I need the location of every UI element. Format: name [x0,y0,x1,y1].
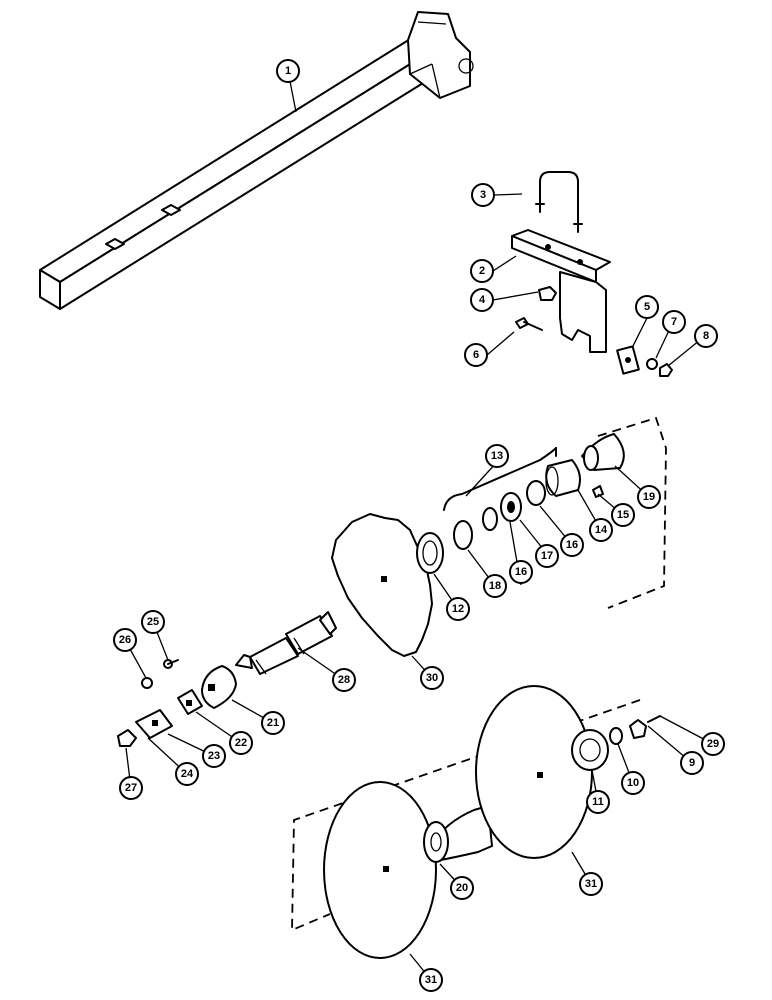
callout-label: 3 [480,189,486,201]
callout-label: 10 [627,777,639,789]
callout-label: 15 [617,509,629,521]
callout-5: 5 [635,295,659,319]
callout-label: 30 [426,672,438,684]
callout-30: 30 [420,666,444,690]
callout-24: 24 [175,762,199,786]
callout-23: 23 [202,744,226,768]
callout-label: 16 [566,539,578,551]
callout-4: 4 [470,288,494,312]
mounting-bracket [511,171,673,377]
callout-11: 11 [586,790,610,814]
callout-label: 17 [541,550,553,562]
callout-label: 1 [285,65,291,77]
callout-label: 31 [585,878,597,890]
callout-label: 7 [671,316,677,328]
callout-15: 15 [611,503,635,527]
left-hardware [117,659,237,747]
callout-16-lower: 16 [509,560,533,584]
callout-label: 29 [707,738,719,750]
callout-label: 14 [595,524,608,536]
callout-28: 28 [332,668,356,692]
callout-22: 22 [229,731,253,755]
callout-7: 7 [662,310,686,334]
hub-bearing-group [416,433,625,574]
callout-2: 2 [470,259,494,283]
callout-31-left: 31 [419,968,443,992]
callout-31-right: 31 [579,872,603,896]
callout-16-upper: 16 [560,533,584,557]
lower-disc-assembly [323,685,661,959]
callout-label: 12 [452,603,464,615]
notched-disc-blade [331,513,433,657]
callout-label: 31 [425,974,437,986]
callout-label: 24 [181,768,194,780]
callout-3: 3 [471,183,495,207]
callout-label: 9 [689,757,695,769]
callout-label: 11 [592,796,604,808]
callout-label: 4 [479,294,486,306]
callout-17: 17 [535,544,559,568]
callout-label: 25 [147,616,159,628]
callout-label: 16 [515,566,527,578]
callout-19: 19 [637,485,661,509]
callout-label: 22 [235,737,247,749]
callout-label: 18 [489,580,501,592]
callout-label: 13 [491,450,503,462]
callout-1: 1 [276,59,300,83]
callout-9: 9 [680,751,704,775]
callout-label: 2 [479,265,485,277]
callout-8: 8 [694,324,718,348]
axle-shaft [235,611,337,675]
callout-label: 28 [338,674,350,686]
callout-27: 27 [119,776,143,800]
callout-29: 29 [701,732,725,756]
callout-6: 6 [464,343,488,367]
callout-13: 13 [485,444,509,468]
callout-14: 14 [589,518,613,542]
callout-20: 20 [450,876,474,900]
callout-25: 25 [141,610,165,634]
callout-label: 8 [703,330,709,342]
frame-tube [39,11,474,310]
callout-label: 21 [267,717,279,729]
callout-label: 20 [456,882,468,894]
callout-18: 18 [483,574,507,598]
callout-label: 5 [644,301,650,313]
callout-label: 19 [643,491,655,503]
callout-label: 6 [473,349,479,361]
callout-10: 10 [621,771,645,795]
callout-label: 23 [208,750,220,762]
callout-26: 26 [113,628,137,652]
callout-label: 27 [125,782,137,794]
callout-12: 12 [446,597,470,621]
callout-label: 26 [119,634,131,646]
callout-21: 21 [261,711,285,735]
